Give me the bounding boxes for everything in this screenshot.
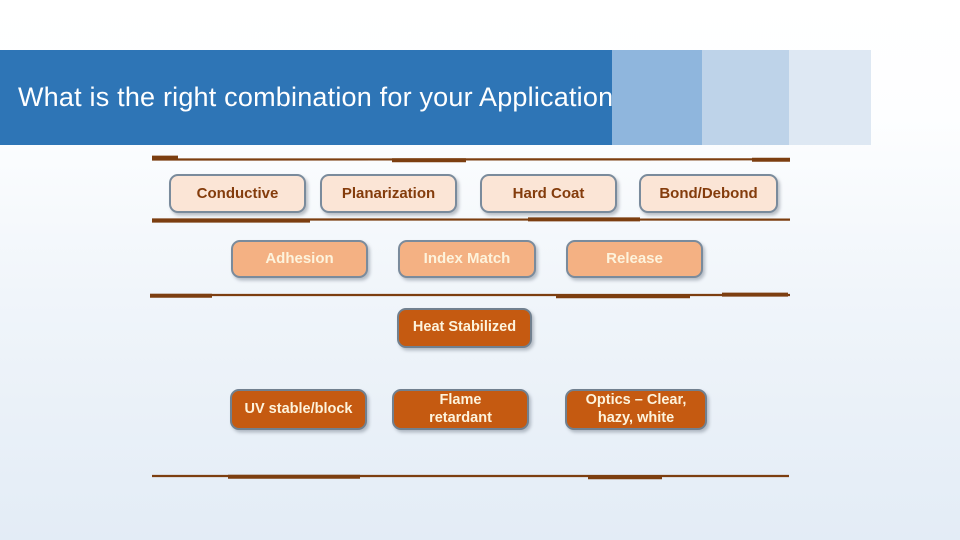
node-optics: Optics – Clear, hazy, white (565, 389, 707, 430)
divider-line-1 (151, 155, 791, 163)
node-label: Optics – Clear, hazy, white (585, 392, 687, 426)
header-accent-block-3 (789, 50, 871, 145)
node-bond-debond: Bond/Debond (639, 174, 778, 213)
node-label: Heat Stabilized (412, 319, 517, 336)
node-label: Release (606, 250, 663, 268)
node-adhesion: Adhesion (231, 240, 368, 278)
divider-line-4 (151, 474, 790, 480)
node-hard-coat: Hard Coat (480, 174, 617, 213)
node-label: Planarization (341, 184, 436, 202)
node-label: Bond/Debond (659, 184, 758, 202)
divider-line-2 (151, 217, 791, 223)
node-uv-stable-block: UV stable/block (230, 389, 367, 430)
divider-line-3 (149, 292, 791, 299)
node-label: UV stable/block (244, 400, 353, 417)
node-label: Index Match (423, 250, 511, 268)
node-flame-retardant: Flame retardant (392, 389, 529, 430)
node-release: Release (566, 240, 703, 278)
header-accent-block-1 (612, 50, 702, 145)
node-heat-stabilized: Heat Stabilized (397, 308, 532, 348)
node-label: Flame retardant (429, 392, 492, 426)
node-label: Conductive (196, 184, 279, 202)
node-label: Hard Coat (512, 184, 585, 202)
header-accent-block-2 (702, 50, 789, 145)
node-conductive: Conductive (169, 174, 306, 213)
node-planarization: Planarization (320, 174, 457, 213)
node-index-match: Index Match (398, 240, 536, 278)
node-label: Adhesion (265, 250, 334, 268)
title-bar: What is the right combination for your A… (0, 50, 628, 145)
slide-title: What is the right combination for your A… (18, 82, 629, 112)
